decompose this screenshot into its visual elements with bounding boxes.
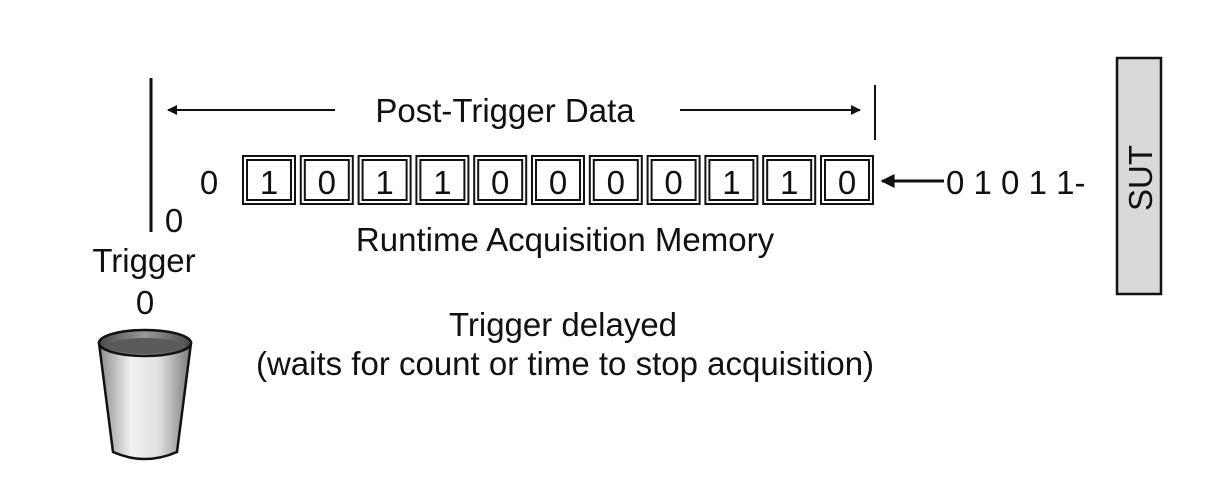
memory-cell-inner bbox=[246, 159, 292, 201]
memory-cell: 1 bbox=[704, 155, 759, 205]
memory-cell-inner bbox=[650, 159, 697, 201]
memory-bit: 1 bbox=[780, 164, 798, 201]
memory-cell-inner bbox=[477, 159, 524, 201]
memory-cells: 1 0 1 1 0 0 0 0 1 1 0 bbox=[242, 155, 874, 205]
sut-label: SUT bbox=[1122, 145, 1159, 211]
memory-cell-inner bbox=[419, 159, 466, 201]
memory-cell: 0 bbox=[588, 155, 643, 205]
sut-box bbox=[1115, 56, 1163, 296]
memory-cell-inner bbox=[592, 159, 639, 201]
trigger-zero-upper: 0 bbox=[165, 202, 183, 239]
trigger-label: Trigger bbox=[92, 242, 195, 279]
note-line-1: Trigger delayed bbox=[449, 306, 677, 343]
bucket-icon bbox=[97, 328, 193, 461]
memory-cell: 1 bbox=[242, 155, 296, 205]
leading-bit: 0 bbox=[200, 164, 218, 201]
memory-cell-inner bbox=[535, 159, 581, 201]
trigger-zero-lower: 0 bbox=[136, 284, 154, 321]
memory-cell-inner bbox=[766, 159, 813, 201]
memory-cell-inner bbox=[361, 159, 408, 201]
memory-cell-inner bbox=[824, 159, 870, 201]
memory-bit: 1 bbox=[722, 164, 740, 201]
memory-bit: 0 bbox=[491, 164, 509, 201]
memory-bit: 0 bbox=[838, 164, 856, 201]
memory-cell: 1 bbox=[762, 155, 817, 205]
memory-cell-inner bbox=[708, 159, 755, 201]
memory-cell: 1 bbox=[357, 155, 412, 205]
memory-bit: 1 bbox=[260, 164, 278, 201]
memory-cell: 0 bbox=[820, 155, 874, 205]
memory-bit: 0 bbox=[318, 164, 336, 201]
memory-cell: 0 bbox=[299, 155, 354, 205]
memory-cell: 0 bbox=[531, 155, 585, 205]
memory-cell: 1 bbox=[415, 155, 470, 205]
memory-bit: 1 bbox=[375, 164, 393, 201]
memory-bit: 0 bbox=[664, 164, 682, 201]
note-line-2: (waits for count or time to stop acquisi… bbox=[256, 345, 874, 382]
memory-cell-inner bbox=[303, 159, 350, 201]
memory-bit: 1 bbox=[433, 164, 451, 201]
incoming-stream: 0 1 0 1 1- bbox=[946, 164, 1085, 201]
memory-bit: 0 bbox=[549, 164, 567, 201]
memory-label: Runtime Acquisition Memory bbox=[356, 221, 775, 258]
memory-bit: 0 bbox=[607, 164, 625, 201]
post-trigger-label: Post-Trigger Data bbox=[375, 92, 635, 129]
memory-cell: 0 bbox=[473, 155, 528, 205]
memory-cell: 0 bbox=[646, 155, 701, 205]
